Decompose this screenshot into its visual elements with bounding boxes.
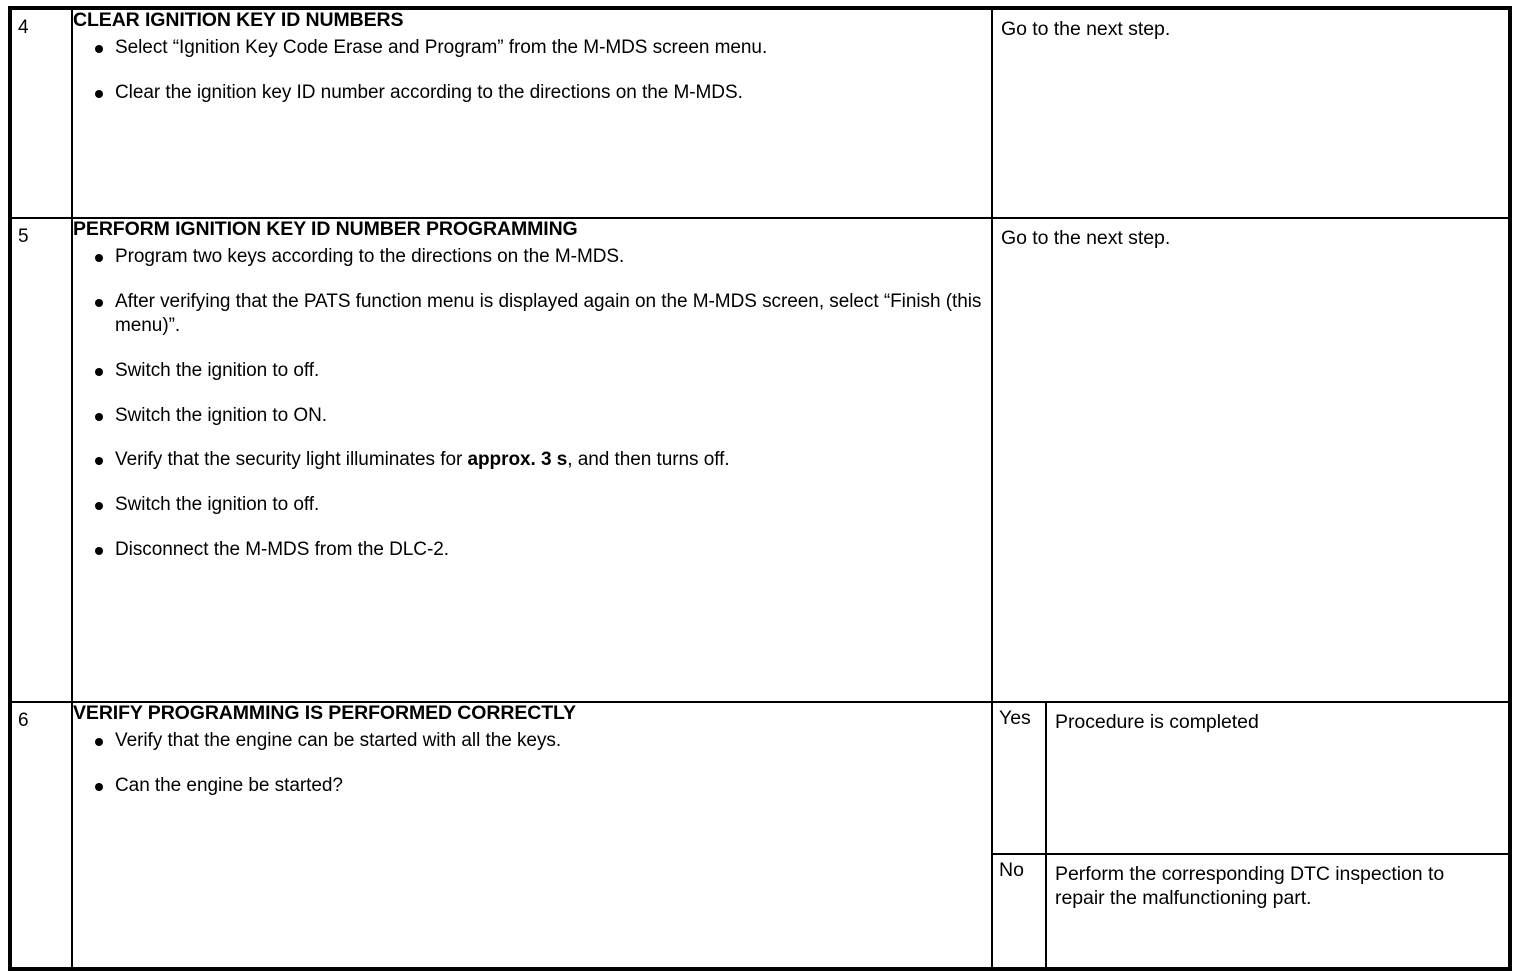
list-item-text: After verifying that the PATS function m… bbox=[115, 290, 982, 337]
list-item: Can the engine be started? bbox=[73, 774, 991, 799]
list-item-text: Verify that the engine can be started wi… bbox=[115, 729, 562, 751]
step-body-cell-6: VERIFY PROGRAMMING IS PERFORMED CORRECTL… bbox=[71, 701, 993, 970]
bullet-dot-icon bbox=[95, 501, 103, 510]
step-number-cell-4: 4 bbox=[9, 7, 73, 219]
bullet-list: Program two keys according to the direct… bbox=[73, 245, 991, 563]
step-number-cell-5: 5 bbox=[9, 217, 73, 703]
step-number: 4 bbox=[18, 17, 29, 38]
action-cell-4: Go to the next step. bbox=[991, 7, 1511, 219]
bullet-dot-icon bbox=[95, 782, 103, 791]
list-item-text-emphasis: approx. 3 s bbox=[467, 449, 568, 471]
diagnostic-procedure-table: 4 CLEAR IGNITION KEY ID NUMBERS Select “… bbox=[8, 6, 1512, 971]
table-row: 5 PERFORM IGNITION KEY ID NUMBER PROGRAM… bbox=[9, 217, 1511, 703]
action-text: Procedure is completed bbox=[1055, 711, 1259, 733]
list-item: Program two keys according to the direct… bbox=[73, 245, 991, 270]
list-item-text: Clear the ignition key ID number accordi… bbox=[115, 81, 743, 103]
action-text: Go to the next step. bbox=[1001, 227, 1171, 249]
list-item-text: Program two keys according to the direct… bbox=[115, 245, 625, 267]
bullet-dot-icon bbox=[95, 44, 103, 53]
document-page: 4 CLEAR IGNITION KEY ID NUMBERS Select “… bbox=[8, 6, 1512, 971]
action-text: Perform the corresponding DTC inspection… bbox=[1055, 863, 1445, 909]
list-item-text: Switch the ignition to ON. bbox=[115, 404, 328, 426]
list-item: Switch the ignition to off. bbox=[73, 493, 991, 518]
bullet-dot-icon bbox=[95, 737, 103, 746]
list-item: Verify that the engine can be started wi… bbox=[73, 729, 991, 754]
list-item-text-after: , and then turns off. bbox=[567, 449, 730, 471]
list-item: Verify that the security light illuminat… bbox=[73, 448, 991, 473]
list-item-text: Switch the ignition to off. bbox=[115, 359, 320, 381]
bullet-list: Verify that the engine can be started wi… bbox=[73, 729, 991, 798]
list-item: Switch the ignition to ON. bbox=[73, 404, 991, 429]
bullet-dot-icon bbox=[95, 253, 103, 262]
table-row: 4 CLEAR IGNITION KEY ID NUMBERS Select “… bbox=[9, 7, 1511, 219]
answer-action-yes: Procedure is completed bbox=[1045, 701, 1511, 855]
step-number-cell-6: 6 bbox=[9, 701, 73, 970]
answer-label-text: Yes bbox=[999, 707, 1031, 729]
bullet-dot-icon bbox=[95, 367, 103, 376]
list-item-text: Select “Ignition Key Code Erase and Prog… bbox=[115, 36, 768, 58]
bullet-dot-icon bbox=[95, 546, 103, 555]
step-number: 6 bbox=[18, 710, 29, 731]
list-item: Switch the ignition to off. bbox=[73, 359, 991, 384]
answer-label-yes: Yes bbox=[991, 701, 1047, 855]
list-item-text-before: Verify that the security light illuminat… bbox=[115, 449, 468, 471]
list-item: Select “Ignition Key Code Erase and Prog… bbox=[73, 36, 991, 61]
answer-action-no: Perform the corresponding DTC inspection… bbox=[1045, 853, 1511, 970]
list-item-text: Switch the ignition to off. bbox=[115, 493, 320, 515]
action-cell-5: Go to the next step. bbox=[991, 217, 1511, 703]
bullet-dot-icon bbox=[95, 412, 103, 421]
step-body-cell-4: CLEAR IGNITION KEY ID NUMBERS Select “Ig… bbox=[71, 7, 993, 219]
action-text: Go to the next step. bbox=[1001, 18, 1171, 40]
step-body-cell-5: PERFORM IGNITION KEY ID NUMBER PROGRAMMI… bbox=[71, 217, 993, 703]
answer-label-no: No bbox=[991, 853, 1047, 970]
answer-label-text: No bbox=[999, 859, 1024, 881]
step-title: CLEAR IGNITION KEY ID NUMBERS bbox=[73, 9, 404, 31]
bullet-list: Select “Ignition Key Code Erase and Prog… bbox=[73, 36, 991, 105]
table-row: 6 VERIFY PROGRAMMING IS PERFORMED CORREC… bbox=[9, 701, 1511, 970]
bullet-dot-icon bbox=[95, 298, 103, 307]
list-item-text: Disconnect the M-MDS from the DLC-2. bbox=[115, 538, 449, 560]
list-item: Disconnect the M-MDS from the DLC-2. bbox=[73, 538, 991, 563]
list-item-text: Can the engine be started? bbox=[115, 774, 343, 796]
list-item: Clear the ignition key ID number accordi… bbox=[73, 81, 991, 106]
bullet-dot-icon bbox=[95, 457, 103, 466]
step-number: 5 bbox=[18, 226, 29, 247]
bullet-dot-icon bbox=[95, 89, 103, 98]
step-title: PERFORM IGNITION KEY ID NUMBER PROGRAMMI… bbox=[73, 218, 578, 240]
step-title: VERIFY PROGRAMMING IS PERFORMED CORRECTL… bbox=[73, 702, 576, 724]
list-item: After verifying that the PATS function m… bbox=[73, 290, 991, 339]
